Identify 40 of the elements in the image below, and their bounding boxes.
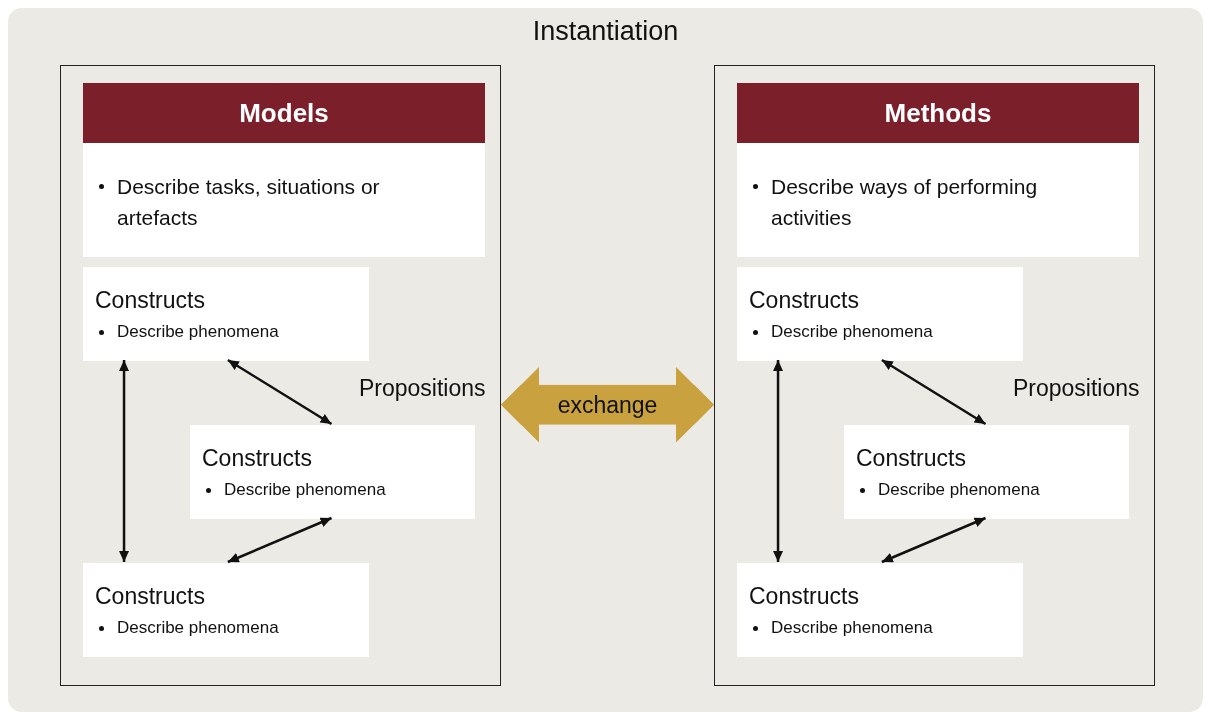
construct-title: Constructs [749, 287, 859, 314]
arrow [227, 516, 332, 564]
bullet-text: Describe phenomena [95, 321, 279, 343]
relation-label: Propositions [359, 375, 486, 402]
description-box [737, 143, 1139, 257]
bullet-text: Describe phenomena [749, 617, 933, 639]
construct-box [737, 267, 1023, 361]
edge-label: exchange [556, 390, 659, 419]
construct-box [83, 563, 369, 657]
bullet-text: Describe phenomena [749, 321, 933, 343]
bullet-text: Describe ways of performing activities [749, 171, 1111, 233]
bullet-text: Describe tasks, situations or artefacts [95, 171, 457, 233]
construct-title: Constructs [202, 445, 312, 472]
relation-label: Propositions [1013, 375, 1140, 402]
frame-box [714, 65, 1155, 686]
bullet-text: Describe phenomena [856, 479, 1040, 501]
instantiation-panel [8, 8, 1203, 712]
panel-title: Instantiation [531, 16, 680, 47]
construct-box [190, 425, 475, 519]
double-arrow [501, 366, 714, 443]
construct-box [83, 267, 369, 361]
header-bar [83, 83, 485, 143]
construct-box [737, 563, 1023, 657]
construct-title: Constructs [856, 445, 966, 472]
bullet-text: Describe phenomena [202, 479, 386, 501]
header-bar [737, 83, 1139, 143]
arrow [881, 358, 987, 426]
construct-title: Constructs [749, 583, 859, 610]
frame-box [60, 65, 501, 686]
arrow [773, 360, 784, 562]
arrow [881, 516, 986, 564]
construct-title: Constructs [95, 287, 205, 314]
bullet-text: Describe phenomena [95, 617, 279, 639]
arrow [119, 360, 130, 562]
header-title: Methods [884, 97, 992, 129]
construct-box [844, 425, 1129, 519]
header-title: Models [239, 97, 329, 129]
arrow [227, 358, 333, 426]
construct-title: Constructs [95, 583, 205, 610]
description-box [83, 143, 485, 257]
